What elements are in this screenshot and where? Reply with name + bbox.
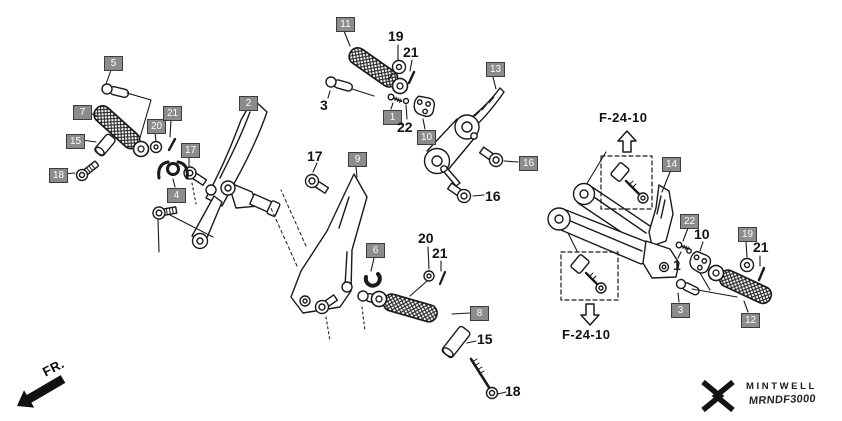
callout-text-21b: 21 [432, 245, 448, 261]
left-step-bracket-drawing [152, 98, 281, 253]
callout-box-22[interactable]: 22 [680, 214, 699, 229]
callout-box-18[interactable]: 18 [49, 168, 68, 183]
callout-box-7[interactable]: 7 [73, 105, 92, 120]
callout-text-18: 18 [505, 383, 521, 399]
callout-text-1: 1 [673, 257, 681, 273]
callout-text-19: 19 [388, 28, 404, 44]
front-direction-arrow-icon [17, 375, 66, 408]
callout-box-21[interactable]: 21 [163, 106, 182, 121]
frame-ref-top[interactable]: F-24-10 [599, 110, 648, 125]
rear-footpeg-assembly-drawing [675, 227, 775, 313]
frame-ref-dashed-box-top [600, 155, 653, 210]
lever-assembly-drawing [423, 76, 519, 204]
callout-box-2[interactable]: 2 [239, 96, 258, 111]
brand-mark-icon [701, 379, 735, 413]
callout-text-21a: 21 [403, 44, 419, 60]
callout-text-10: 10 [694, 226, 710, 242]
callout-box-16[interactable]: 16 [519, 156, 538, 171]
callout-box-10[interactable]: 10 [417, 130, 436, 145]
callout-text-16: 16 [485, 188, 501, 204]
spring-clip-4-drawing [157, 160, 189, 180]
up-arrow-icon [617, 130, 637, 153]
callout-box-15[interactable]: 15 [66, 134, 85, 149]
frame-ref-bottom[interactable]: F-24-10 [562, 327, 611, 342]
spring-clip-6-drawing [363, 272, 382, 288]
right-step-bracket-drawing [269, 162, 507, 400]
callout-box-17[interactable]: 17 [181, 143, 200, 158]
callout-box-6[interactable]: 6 [366, 243, 385, 258]
frame-ref-dashed-box-bottom [560, 251, 619, 301]
callout-box-5[interactable]: 5 [104, 56, 123, 71]
brand-name: MINTWELL [746, 381, 817, 392]
left-footpeg-assembly-drawing [63, 69, 208, 205]
callout-box-12[interactable]: 12 [741, 313, 760, 328]
callout-text-22: 22 [397, 119, 413, 135]
callout-text-15: 15 [477, 331, 493, 347]
callout-box-3[interactable]: 3 [671, 303, 690, 318]
callout-box-20[interactable]: 20 [147, 119, 166, 134]
callout-box-14[interactable]: 14 [662, 157, 681, 172]
callout-box-13[interactable]: 13 [486, 62, 505, 77]
callout-box-1[interactable]: 1 [383, 110, 402, 125]
callout-text-21c: 21 [753, 239, 769, 255]
callout-box-11[interactable]: 11 [336, 17, 355, 32]
callout-text-3: 3 [320, 97, 328, 113]
rear-hanger-assembly-drawing [547, 130, 680, 326]
callout-box-19[interactable]: 19 [738, 227, 757, 242]
callout-text-17: 17 [307, 148, 323, 164]
callout-box-9[interactable]: 9 [348, 152, 367, 167]
callout-text-20: 20 [418, 230, 434, 246]
callout-box-8[interactable]: 8 [470, 306, 489, 321]
diagram-part-code: MRNDF3000 [748, 392, 817, 408]
down-arrow-icon [580, 303, 600, 326]
callout-box-4[interactable]: 4 [167, 188, 186, 203]
front-right-footpeg-assembly-drawing [325, 30, 436, 130]
